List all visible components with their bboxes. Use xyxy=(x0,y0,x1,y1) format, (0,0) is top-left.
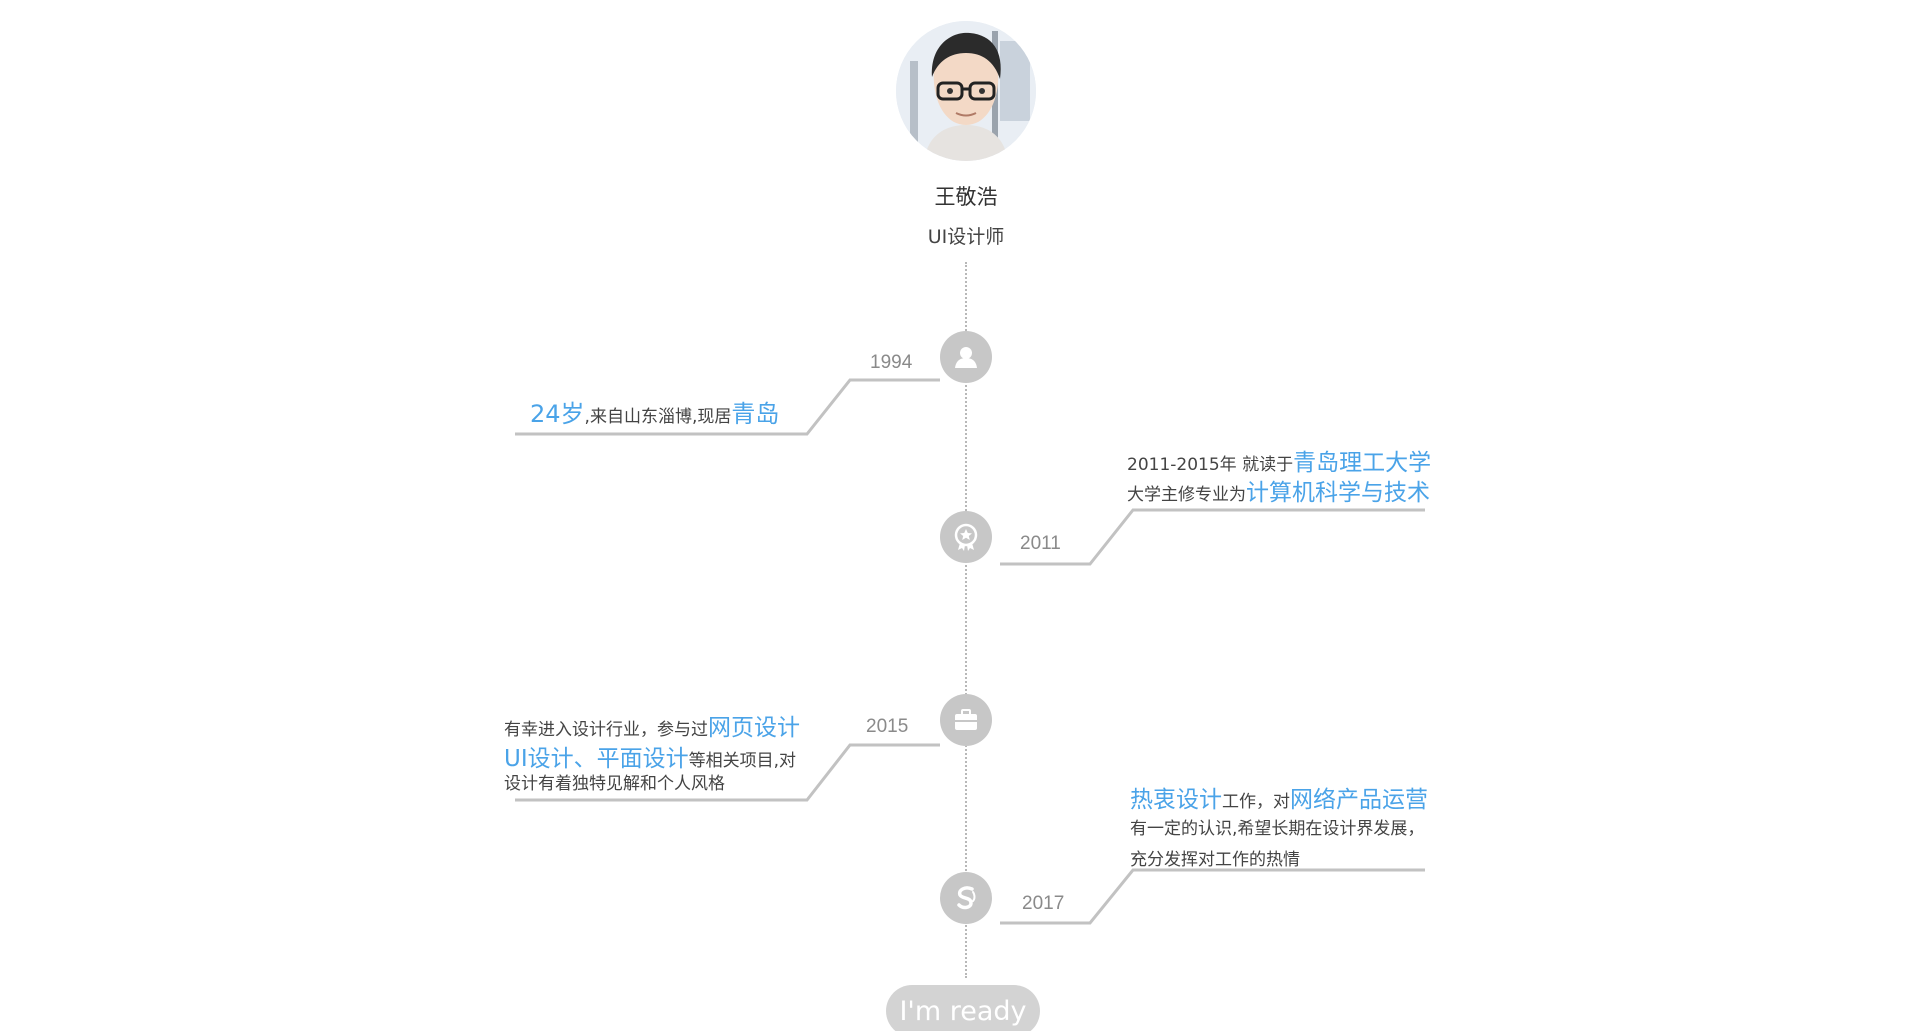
user-icon xyxy=(955,347,977,368)
desc-text: ,来自山东淄博,现居 xyxy=(584,407,732,427)
profile-title: UI设计师 xyxy=(927,226,1005,248)
year-label-2017: 2017 xyxy=(1022,893,1065,914)
timeline-node-1994 xyxy=(940,331,992,383)
avatar xyxy=(896,21,1036,161)
briefcase-icon xyxy=(955,709,977,730)
year-label-2011: 2011 xyxy=(1020,533,1061,554)
timeline-desc-1994: 24岁,来自山东淄博,现居青岛 xyxy=(530,397,779,432)
timeline-node-2017 xyxy=(940,872,992,924)
highlight-major: 计算机科学与技术 xyxy=(1246,480,1430,506)
timeline-desc-2017-line3: 充分发挥对工作的热情 xyxy=(1130,850,1300,870)
timeline-desc-2017-line2: 有一定的认识,希望长期在设计界发展， xyxy=(1130,819,1425,839)
timeline-axis xyxy=(965,262,967,978)
timeline-desc-2015-line3: 设计有着独特见解和个人风格 xyxy=(504,774,725,794)
profile-name: 王敬浩 xyxy=(934,185,998,209)
highlight-web-design: 网页设计 xyxy=(708,715,800,741)
timeline-desc-2017-line1: 热衷设计工作，对网络产品运营 xyxy=(1130,784,1428,817)
timeline-desc-2011-line1: 2011-2015年 就读于青岛理工大学 xyxy=(1127,447,1431,480)
desc-text: 工作，对 xyxy=(1222,792,1290,812)
desc-text: 有幸进入设计行业，参与过 xyxy=(504,720,708,740)
desc-text: 大学主修专业为 xyxy=(1127,485,1246,505)
swirl-icon xyxy=(957,886,976,910)
timeline-desc-2015-line2: UI设计、平面设计等相关项目,对 xyxy=(504,743,796,776)
award-icon xyxy=(954,523,978,551)
year-label-2015: 2015 xyxy=(866,716,909,737)
highlight-city: 青岛 xyxy=(731,400,780,428)
timeline-node-2011 xyxy=(940,511,992,563)
timeline-desc-2015-line1: 有幸进入设计行业，参与过网页设计 xyxy=(504,712,800,745)
timeline-desc-2011-line2: 大学主修专业为计算机科学与技术 xyxy=(1127,477,1430,510)
highlight-passion: 热衷设计 xyxy=(1130,787,1222,813)
timeline-node-2015 xyxy=(940,694,992,746)
highlight-product-ops: 网络产品运营 xyxy=(1290,787,1428,813)
year-label-1994: 1994 xyxy=(870,352,913,373)
highlight-university: 青岛理工大学 xyxy=(1293,450,1432,476)
highlight-ui-graphic-design: UI设计、平面设计 xyxy=(504,746,689,772)
im-ready-button[interactable]: I'm ready xyxy=(886,985,1040,1031)
desc-text: 等相关项目,对 xyxy=(688,751,797,771)
highlight-age: 24岁 xyxy=(530,400,585,428)
profile-photo xyxy=(896,21,1036,161)
desc-text: 2011-2015年 就读于 xyxy=(1127,455,1294,475)
